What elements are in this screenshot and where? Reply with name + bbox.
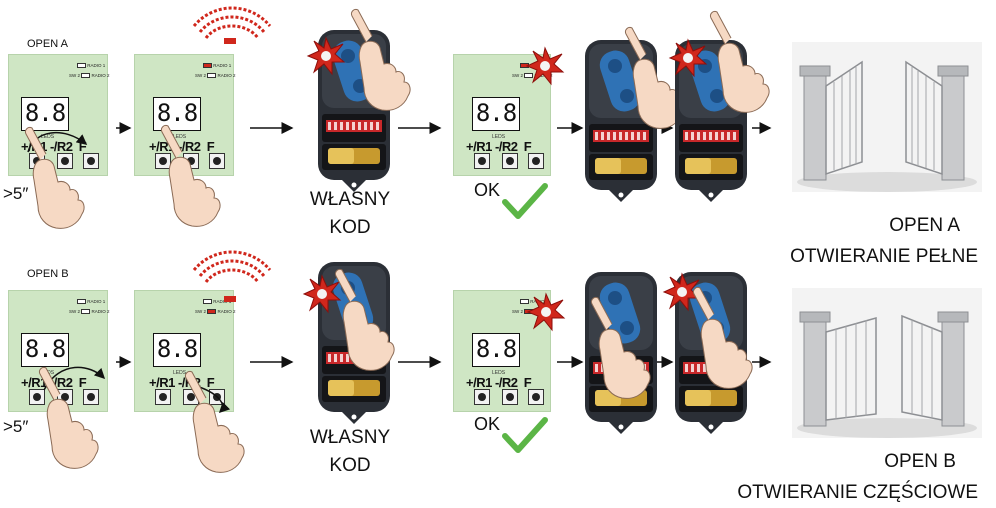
leds-label: LEDS [41,134,55,140]
button-r1[interactable] [474,153,490,169]
seven-segment-display: 8.8 [472,333,520,367]
button-f[interactable] [209,153,225,169]
radio2-indicator: SW 2 RADIO 2 [69,309,110,315]
radio1-indicator: RADIO 1 [77,299,105,305]
button-labels: +/R1 -/R2 F [466,139,532,154]
seven-segment-display: 8.8 [21,333,69,367]
check-icon [502,183,548,219]
button-r1[interactable] [155,153,171,169]
hold-duration: >5″ [3,184,29,203]
radio1-indicator: RADIO 1 [77,63,105,69]
seven-segment-display: 8.8 [153,97,201,131]
radio2-indicator: SW 2 RADIO 2 [512,73,553,79]
ok-label: OK [474,414,501,434]
gate-open-partial-icon [791,287,983,439]
pointing-hand-icon [184,370,245,473]
flash-icon [527,293,565,331]
button-f[interactable] [83,389,99,405]
seven-segment-display: 8.8 [21,97,69,131]
leds-label: LEDS [492,134,506,140]
gate-open-full-icon [791,41,983,193]
rotation-arrow [27,131,88,153]
radio1-indicator: RADIO 1 [203,63,231,69]
control-panel-1: RADIO 1 SW 2 RADIO 2 8.8 LEDS +/R1 -/R2 … [8,54,110,176]
leds-label: LEDS [173,134,187,140]
pointing-hand-icon [160,124,221,227]
ok-label: OK [474,180,501,200]
button-r1[interactable] [155,389,171,405]
control-panel-2: RADIO 1 SW 2 RADIO 2 8.8 LEDS +/R1 -/R2 … [134,290,236,412]
hold-duration: >5″ [3,417,29,436]
radio2-indicator: SW 2 RADIO 2 [195,309,236,315]
seven-segment-display: 8.8 [153,333,201,367]
flash-icon [526,47,564,85]
button-f[interactable] [528,153,544,169]
row-title: OPEN B [27,268,69,280]
result-caption: OPEN A OTWIERANIE PEŁNE [790,215,978,267]
button-r1[interactable] [29,389,45,405]
row-title: OPEN A [27,38,68,50]
pointing-hand-icon [38,366,99,469]
red-signal-icon [192,250,272,302]
seven-segment-display: 8.8 [472,97,520,131]
leds-label: LEDS [173,370,187,376]
control-panel-3: RADIO 1 SW 2 RADIO 2 8.8 LEDS +/R1 -/R2 … [453,54,553,176]
leds-label: LEDS [492,370,506,376]
radio2-indicator: SW 2 RADIO 2 [69,73,110,79]
red-signal-icon [192,6,272,44]
button-r2[interactable] [502,153,518,169]
radio1-indicator: RADIO 1 [203,299,231,305]
button-f[interactable] [528,389,544,405]
button-r2[interactable] [57,153,73,169]
pointing-hand-icon [24,126,85,229]
button-f[interactable] [83,153,99,169]
check-icon [502,417,548,453]
radio2-indicator: SW 2 RADIO 2 [195,73,236,79]
result-caption: OPEN B OTWIERANIE CZĘŚCIOWE [737,451,978,503]
button-r2[interactable] [502,389,518,405]
button-labels: +/R1 -/R2 F [466,375,532,390]
button-r1[interactable] [474,389,490,405]
